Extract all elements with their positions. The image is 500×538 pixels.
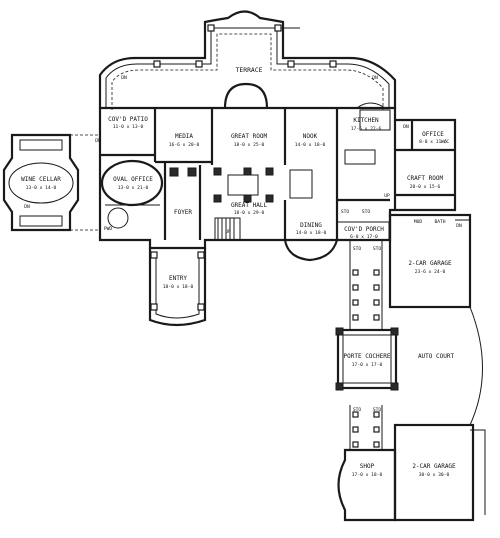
- kitchen-label: KITCHEN: [353, 117, 379, 124]
- entry-porch: [148, 248, 207, 327]
- shop-and-garage-b: [337, 423, 486, 522]
- wine-cellar-dims: 13-0 x 14-0: [26, 185, 57, 191]
- covd-porch-dims: 6-0 x 17-0: [350, 234, 378, 240]
- office-label: OFFICE: [422, 131, 444, 138]
- wic-mark-office: W/C: [441, 139, 450, 145]
- sto-mark-5: STO: [353, 407, 362, 413]
- up-mark-great-hall: UP: [225, 229, 231, 235]
- main-house-walls: [98, 102, 457, 262]
- craft-room-dims: 20-0 x 15-6: [410, 184, 441, 190]
- dn-mark-wine-cellar: DN: [24, 204, 30, 210]
- great-room-label: GREAT ROOM: [231, 133, 268, 140]
- auto-court-label: AUTO COURT: [418, 353, 455, 360]
- mud-mark: MUD: [414, 219, 423, 225]
- porte-cochere-label: PORTE COCHERE: [344, 353, 391, 360]
- sto-mark-2: STO: [362, 209, 371, 215]
- auto-court-edge: [469, 306, 483, 426]
- up-mark-kitchen: UP: [384, 193, 390, 199]
- oval-office-room: [100, 159, 164, 229]
- office-dims: 8-0 x 11-6: [419, 139, 447, 145]
- covd-patio-label: COV'D PATIO: [108, 116, 148, 123]
- entry-label: ENTRY: [169, 275, 187, 282]
- garage-a: [388, 213, 472, 309]
- stair-great-hall: [214, 217, 241, 241]
- dn-mark-office: DN: [403, 124, 409, 130]
- sto-mark-1: STO: [341, 209, 350, 215]
- media-label: MEDIA: [175, 133, 193, 140]
- garage-a-label: 2-CAR GARAGE: [408, 260, 452, 267]
- terrace-area: [98, 10, 397, 110]
- dn-mark-terrace-right: DN: [372, 75, 378, 81]
- oval-office-dims: 13-0 x 21-0: [118, 185, 149, 191]
- shop-dims: 17-0 x 18-0: [352, 472, 383, 478]
- bath-mark-garage: BATH: [434, 219, 445, 225]
- great-room-dims: 18-0 x 25-0: [234, 142, 265, 148]
- media-dims: 16-6 x 20-0: [169, 142, 200, 148]
- room-labels: TERRACE COV'D PATIO 11-0 x 13-0 MEDIA 16…: [21, 66, 456, 478]
- wine-cellar-wing: [2, 133, 100, 232]
- foyer-label: FOYER: [174, 209, 192, 216]
- great-hall-label: GREAT HALL: [231, 202, 268, 209]
- small-marks: DN DN DN DN DN DN UP UP STO STO STO STO …: [24, 75, 462, 413]
- covd-patio-dims: 11-0 x 13-0: [113, 124, 144, 130]
- porte-cochere-area: [335, 327, 399, 391]
- kitchen-dims: 17-6 x 22-6: [351, 126, 382, 132]
- sto-mark-4: STO: [373, 246, 382, 252]
- nook-dims: 14-0 x 18-0: [295, 142, 326, 148]
- dn-mark-patio: DN: [95, 138, 101, 144]
- garage-a-dims: 23-6 x 24-0: [415, 269, 446, 275]
- wine-cellar-label: WINE CELLAR: [21, 176, 61, 183]
- entry-dims: 18-0 x 18-0: [163, 284, 194, 290]
- craft-room-label: CRAFT ROOM: [407, 175, 444, 182]
- colonnade-walk: [349, 240, 383, 450]
- porte-cochere-dims: 17-0 x 17-0: [352, 362, 383, 368]
- sto-mark-6: STO: [373, 407, 382, 413]
- nook-label: NOOK: [303, 133, 318, 140]
- dining-label: DINING: [300, 222, 322, 229]
- oval-office-label: OVAL OFFICE: [113, 176, 153, 183]
- great-hall-dims: 18-0 x 29-0: [234, 210, 265, 216]
- covd-porch-label: COV'D PORCH: [344, 226, 384, 233]
- garage-b-label: 2-CAR GARAGE: [412, 463, 456, 470]
- pwd-mark: PWD: [104, 226, 113, 232]
- shop-label: SHOP: [360, 463, 375, 470]
- dn-mark-garage: DN: [456, 223, 462, 229]
- dn-mark-terrace-left: DN: [121, 75, 127, 81]
- terrace-label: TERRACE: [236, 66, 263, 74]
- dining-dims: 14-0 x 18-0: [296, 230, 327, 236]
- garage-b-dims: 30-0 x 30-0: [419, 472, 450, 478]
- sto-mark-3: STO: [353, 246, 362, 252]
